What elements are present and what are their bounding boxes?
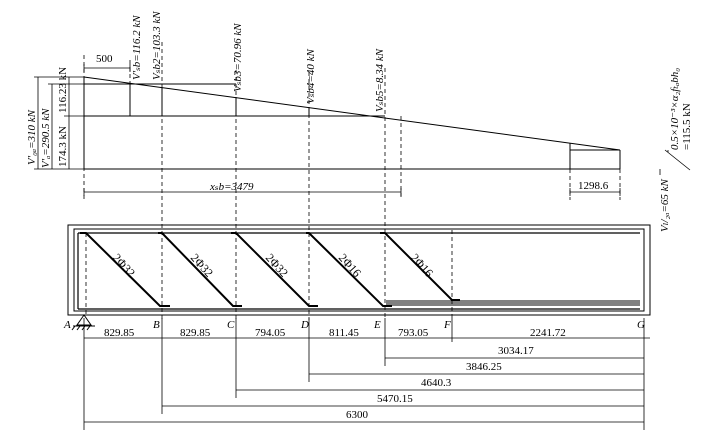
span-bc: 829.85: [180, 327, 211, 339]
shear-sloped-line: [83, 76, 621, 151]
cumulative-dims: [84, 357, 644, 423]
span-ab: 829.85: [104, 327, 135, 339]
point-b: B: [153, 319, 160, 331]
formula-value: =115.5 kN: [681, 103, 693, 150]
point-f: F: [443, 319, 451, 331]
vsb2-label: Vₛb2=103.3 kN: [151, 11, 163, 80]
vsb4-label: Vₛb4=40 kN: [305, 49, 317, 104]
bar-label-1: 2Φ32: [110, 251, 138, 280]
formula-leader: [664, 149, 691, 171]
dim-1298: [569, 188, 621, 196]
cum-3034: 3034.17: [498, 345, 534, 357]
span-ef: 793.05: [398, 327, 429, 339]
cum-6300: 6300: [346, 409, 369, 421]
xsb-label: xₛb=3479: [209, 181, 254, 193]
bar-label-5: 2Φ16: [408, 251, 436, 280]
bent-bar-1: [80, 232, 170, 307]
left-dims: [34, 76, 84, 170]
dim-xsb: [83, 188, 402, 196]
bar-label-4: 2Φ16: [336, 251, 364, 280]
vsb1-label: V'ₛb=116.2 kN: [131, 15, 143, 80]
dim-1298-label: 1298.6: [578, 180, 609, 192]
cum-5470: 5470.15: [377, 393, 413, 405]
span-fg: 2241.72: [530, 327, 566, 339]
bent-bar-3: [231, 232, 318, 307]
beam-outline: [67, 224, 651, 316]
point-c: C: [227, 319, 235, 331]
seg-a-label: 174.3 kN: [57, 126, 69, 167]
vd-label: V'ₐ=290.5 kN: [40, 108, 52, 168]
vl2-label: Vₗ/₂ₐ=65 kN: [659, 178, 671, 232]
point-a: A: [63, 319, 71, 331]
point-d: D: [300, 319, 309, 331]
bent-bars: [80, 232, 460, 307]
span-de: 811.45: [329, 327, 359, 339]
point-e: E: [373, 319, 381, 331]
v0-label: V'₀ₐ=310 kN: [26, 109, 38, 165]
bent-bar-2: [158, 232, 242, 307]
bent-bar-5: [380, 232, 460, 301]
cum-4640: 4640.3: [421, 377, 452, 389]
bent-bar-4: [306, 232, 392, 307]
point-g: G: [637, 319, 645, 331]
dim-500: [83, 64, 131, 72]
shear-envelope: [83, 76, 621, 170]
vsb5-label: Vₛb5=8.34 kN: [374, 48, 386, 112]
span-cd: 794.05: [255, 327, 286, 339]
pin-support: [71, 314, 95, 331]
seg-b-label: 116.23 kN: [57, 67, 69, 113]
dim-500-label: 500: [96, 53, 113, 65]
cum-3846: 3846.25: [466, 361, 502, 373]
vsb3-label: Vₛb3=70.96 kN: [232, 23, 244, 92]
formula-label: 0.5×10⁻³×α₂fₜₐbh₀: [669, 68, 681, 150]
